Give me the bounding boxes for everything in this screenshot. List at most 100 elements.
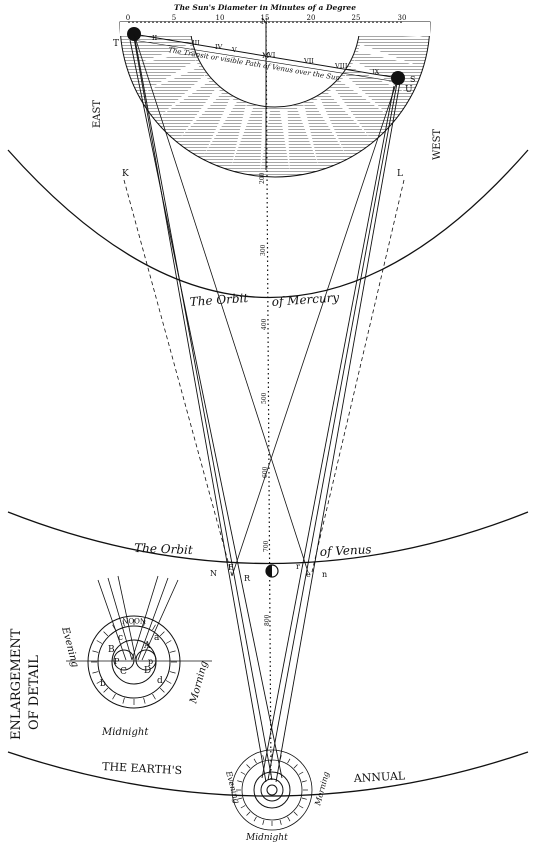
hour-tick (287, 758, 291, 764)
hour-tick (165, 680, 172, 684)
hour-mark-v: V (231, 46, 237, 54)
hour-tick (165, 640, 172, 644)
sun-ray (357, 43, 419, 66)
sun-ray (231, 104, 254, 166)
hour-tick (103, 631, 109, 637)
scale-tick-20: 20 (307, 14, 316, 22)
point-k: K (122, 169, 129, 179)
distance-200: 200 (259, 172, 266, 184)
hour-tick (122, 620, 125, 627)
point-l: L (397, 169, 403, 179)
earth-orbit-label-a: THE EARTH'S (102, 760, 183, 777)
hour-tick (279, 819, 282, 825)
detail-letter-d-upper: D (144, 666, 151, 676)
guide-lines (123, 179, 405, 577)
hour-mark-iv: IV (215, 43, 223, 51)
point-e: E (228, 563, 234, 572)
detail-morning: Morning (188, 660, 210, 706)
point-m: M (262, 52, 269, 60)
detail-evening: Evening (59, 625, 81, 669)
hour-tick (246, 811, 251, 816)
central-axis: 200 300 400 500 600 700 800 (259, 21, 272, 781)
sun-ray (179, 87, 223, 138)
sun-ray (279, 109, 290, 172)
scale-tick-0: 0 (126, 14, 130, 22)
scale-tick-25: 25 (352, 14, 361, 22)
hour-tick (169, 671, 176, 674)
detail-midnight: Midnight (101, 727, 149, 738)
scale-tick-15: 15 (261, 14, 270, 22)
hour-tick (96, 680, 103, 684)
hour-tick (169, 650, 176, 653)
hour-tick (92, 671, 99, 674)
earth-evening: Evening (224, 769, 242, 804)
hour-tick (96, 640, 103, 644)
venus-orbit-label-b: of Venus (319, 542, 371, 559)
hour-tick (159, 631, 165, 637)
detail-heading-a: ENLARGEMENT (9, 628, 24, 740)
point-n2: n (322, 570, 327, 579)
hour-mark-vi: VI (267, 51, 276, 59)
side-east: EAST (92, 100, 103, 128)
detail-heading-b: OF DETAIL (27, 655, 42, 730)
hour-tick (301, 780, 307, 783)
hour-mark-ix: IX (372, 68, 380, 76)
detail-letter-p-lower: p (148, 657, 153, 666)
hour-mark-viii: VIII (334, 62, 348, 70)
hour-mark-ii: II (152, 34, 158, 42)
hour-tick (240, 771, 246, 775)
hour-tick (152, 693, 156, 700)
earth-midnight: Midnight (245, 833, 288, 843)
distance-300: 300 (260, 244, 267, 256)
detail-letter-b-lower: b (100, 679, 106, 689)
hour-tick (237, 797, 243, 800)
side-west: WEST (432, 129, 443, 160)
sun-ray (260, 109, 271, 172)
sun-ray (204, 97, 238, 155)
hour-tick (122, 697, 125, 704)
venus-orbit: The Orbit of Venus (7, 511, 529, 578)
earth-orbit-label-b: ANNUAL (352, 769, 406, 785)
point-u: U (405, 85, 413, 95)
hour-tick (92, 650, 99, 653)
sun-ray (350, 59, 408, 93)
distance-700: 700 (263, 540, 270, 552)
point-t: T (113, 39, 119, 49)
hour-tick (262, 819, 265, 825)
detail-letter-a-upper: A (143, 641, 151, 651)
detail-letter-c-lower: c (118, 633, 123, 643)
sun-rays (125, 26, 425, 172)
sight-lines (129, 33, 401, 783)
sun-ray (159, 74, 210, 118)
earth-orbit: THE EARTH'S ANNUAL (7, 751, 529, 797)
hour-tick (112, 693, 116, 700)
sun-ray (312, 97, 346, 155)
distance-500: 500 (261, 392, 268, 404)
detail-letter-a-lower: a (154, 633, 160, 643)
hour-tick (253, 816, 257, 822)
detail-noon: NOON (122, 616, 146, 624)
mercury-orbit-label-b: of Mercury (271, 290, 340, 309)
earth-hour-ticks (236, 754, 308, 826)
scale-tick-30: 30 (398, 14, 407, 22)
detail-letter-b-upper: B (108, 645, 115, 655)
hour-tick (279, 755, 282, 761)
hour-tick (143, 620, 146, 627)
distance-600: 600 (262, 466, 269, 478)
hour-tick (253, 758, 257, 764)
detail-rays (97, 575, 179, 661)
sun-ray (142, 59, 200, 93)
hour-tick (103, 687, 109, 693)
point-n-orbit: N (210, 569, 217, 578)
sun-ray (327, 87, 371, 138)
hour-tick (152, 624, 156, 631)
point-n-top: N (261, 17, 268, 26)
hour-tick (262, 755, 265, 761)
mercury-orbit-label-a: The Orbit (189, 291, 249, 309)
scale-tick-5: 5 (172, 14, 176, 22)
venus-orbit-label-a: The Orbit (134, 541, 193, 557)
hour-tick (298, 771, 304, 775)
point-s: S (410, 75, 415, 84)
point-r: R (244, 574, 251, 583)
hour-tick (112, 624, 116, 631)
